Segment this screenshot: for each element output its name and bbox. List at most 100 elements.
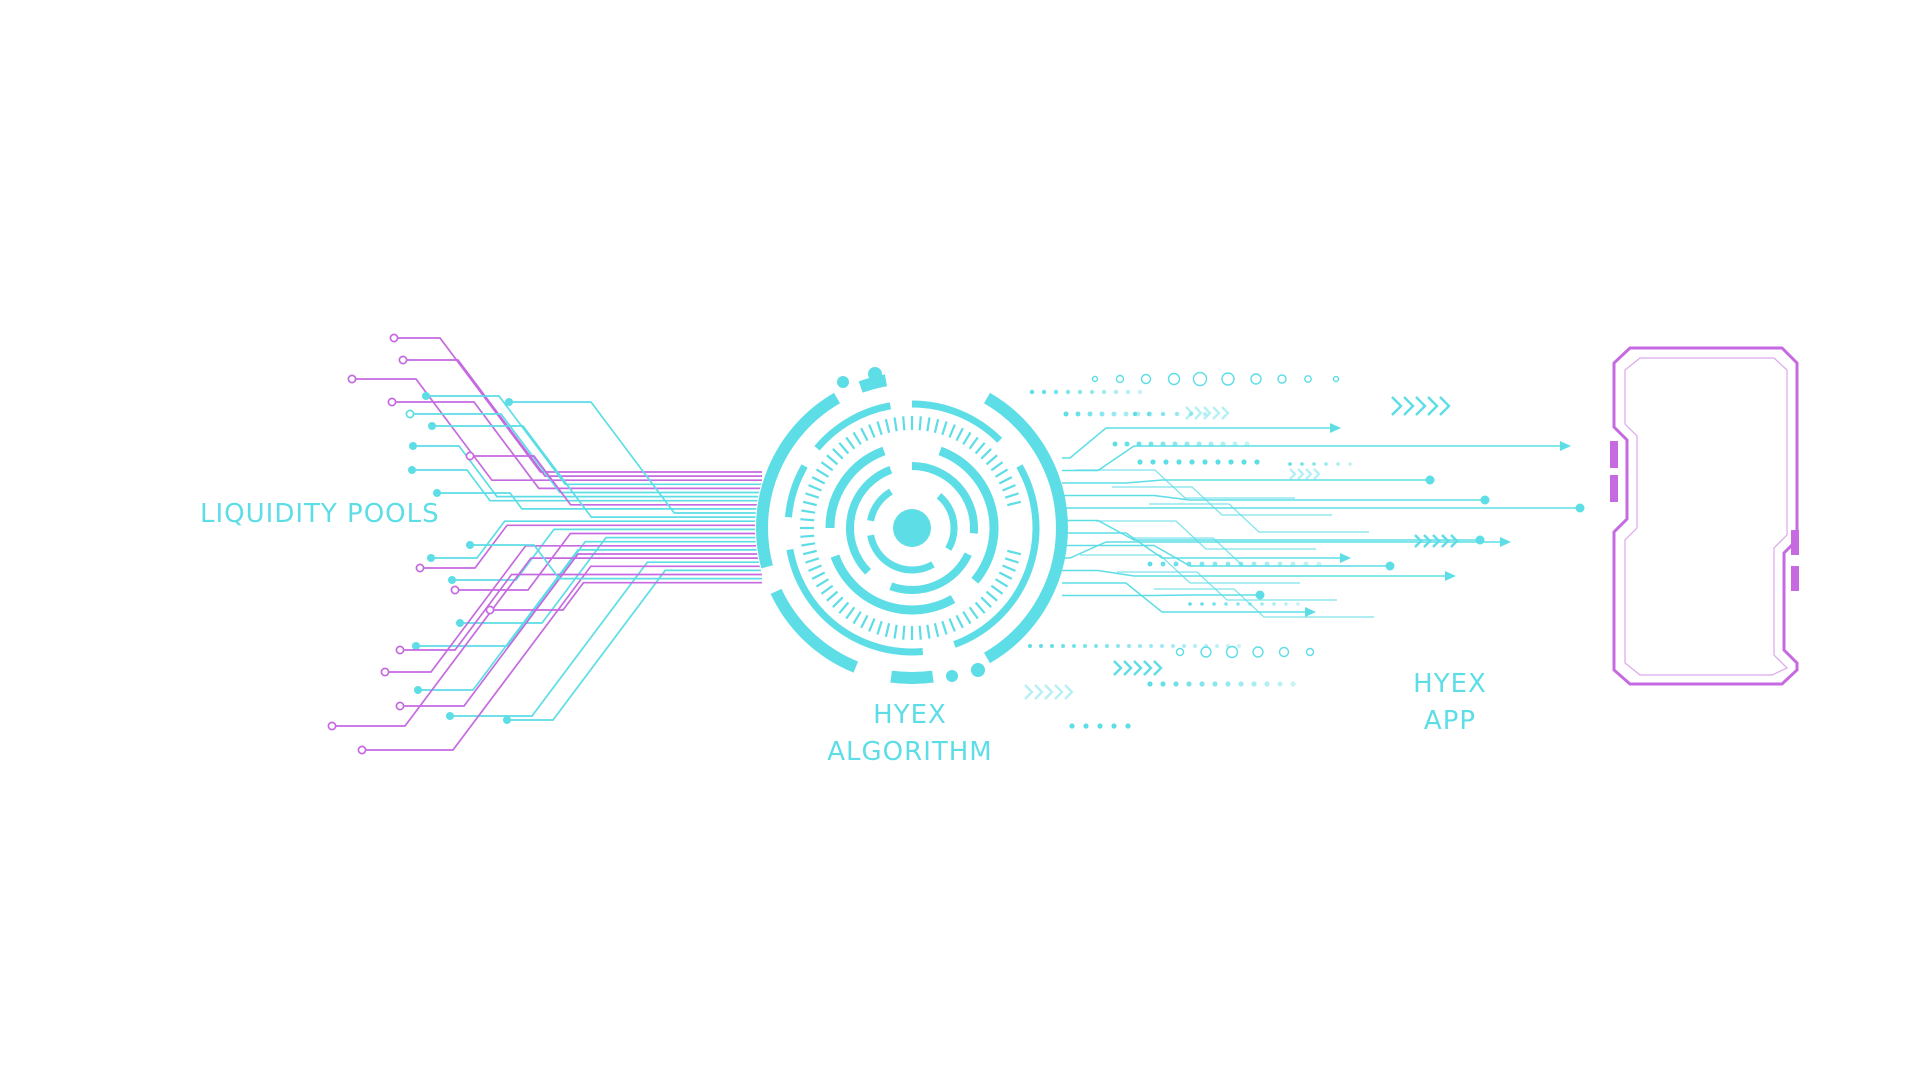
data-dot <box>1236 602 1240 606</box>
arrow-right-icon <box>1340 553 1351 563</box>
data-dot <box>1296 602 1300 606</box>
crossing-line <box>1080 554 1300 584</box>
data-dot <box>1124 441 1130 447</box>
algorithm-label-line2: ALGORITHM <box>827 737 993 767</box>
output-line <box>1062 582 1305 613</box>
output-line <box>1062 541 1500 559</box>
arrow-right-icon <box>1560 441 1571 451</box>
chevron-right-icon <box>1133 660 1143 676</box>
trace-end-node <box>450 585 460 595</box>
trace-end-node <box>415 563 425 573</box>
data-dot <box>1160 411 1166 417</box>
data-dot <box>1063 411 1069 417</box>
hub-arc <box>983 392 1068 664</box>
data-dot <box>1208 441 1214 447</box>
device-side-button <box>1610 475 1618 502</box>
data-ring <box>1200 646 1212 658</box>
hub-arc <box>756 392 841 569</box>
hub-arc <box>953 464 1040 648</box>
data-dot <box>1160 644 1164 648</box>
hub-tick <box>962 431 972 446</box>
data-dot <box>1184 441 1190 447</box>
hub-tick <box>868 424 876 438</box>
data-ring <box>1192 371 1208 387</box>
device-side-button <box>1610 441 1618 468</box>
data-dot <box>1137 389 1143 395</box>
data-dot <box>1125 723 1131 729</box>
hub-arc <box>814 402 892 451</box>
circuit-trace <box>413 445 762 498</box>
hub-tick <box>1004 557 1019 564</box>
hub-tick <box>980 448 992 460</box>
circuit-trace <box>332 557 762 727</box>
crossing-line <box>1075 469 1295 499</box>
hub-arc <box>858 374 888 393</box>
data-dot <box>1272 602 1276 606</box>
data-dot <box>1097 723 1103 729</box>
data-dot <box>1288 462 1292 466</box>
hub-tick <box>902 416 906 431</box>
data-dot <box>1182 644 1186 648</box>
hub-tick <box>918 625 922 640</box>
data-dot <box>1171 644 1175 648</box>
hub-tick <box>805 557 820 564</box>
circuit-trace <box>362 565 762 751</box>
data-dot <box>1116 644 1120 648</box>
hub-tick <box>955 427 964 442</box>
data-dot <box>1123 411 1129 417</box>
hub-tick <box>802 549 817 556</box>
data-dot <box>1232 441 1238 447</box>
hub-tick <box>815 468 830 478</box>
circuit-trace <box>392 401 762 490</box>
data-dot <box>1146 411 1152 417</box>
data-dot <box>1348 462 1352 466</box>
chevron-right-icon <box>1064 684 1074 700</box>
data-dot <box>1113 389 1119 395</box>
hub-arc <box>846 465 893 575</box>
hub-tick <box>962 610 972 625</box>
app-label-line1: HYEX <box>1413 669 1487 699</box>
data-dot <box>1150 459 1156 465</box>
data-dot <box>1254 459 1260 465</box>
data-dot <box>1083 644 1087 648</box>
hub-tick <box>974 442 986 455</box>
data-dot <box>1065 389 1071 395</box>
data-dot <box>1174 411 1180 417</box>
data-dot <box>1228 459 1234 465</box>
chevron-right-icon <box>1305 468 1313 480</box>
chevron-right-icon <box>1034 684 1044 700</box>
chevron-right-icon <box>1441 534 1450 548</box>
hub-tick <box>826 454 839 466</box>
trace-end-dot <box>503 716 511 724</box>
circuit-trace <box>450 561 762 717</box>
hub-tick <box>1004 492 1019 499</box>
hub-arc <box>786 548 924 656</box>
hub-arc <box>867 534 935 574</box>
chevron-right-icon <box>1391 396 1403 416</box>
data-dot <box>1284 602 1288 606</box>
data-dot <box>1244 441 1250 447</box>
hub-tick <box>968 436 979 450</box>
circuit-trace <box>400 553 762 707</box>
output-end-dot <box>1385 561 1395 571</box>
chevron-right-icon <box>1297 468 1305 480</box>
circuit-trace <box>412 469 762 502</box>
hub-tick <box>815 578 830 588</box>
data-dot <box>1147 561 1153 567</box>
data-dot <box>1160 561 1166 567</box>
trace-end-dot <box>408 466 416 474</box>
output-line <box>1062 445 1560 472</box>
hub-tick <box>918 416 922 431</box>
hub-tick <box>801 542 816 547</box>
data-dot <box>1111 723 1117 729</box>
crossing-line <box>1117 571 1337 601</box>
circuit-trace <box>394 337 762 473</box>
data-dot <box>1200 602 1204 606</box>
circuit-trace <box>470 455 762 506</box>
data-dot <box>1160 681 1166 687</box>
data-ring <box>1252 646 1264 658</box>
hub-arc <box>830 554 956 615</box>
hub-tick <box>955 614 964 629</box>
data-ring <box>1304 375 1312 383</box>
trace-end-node <box>389 333 399 343</box>
